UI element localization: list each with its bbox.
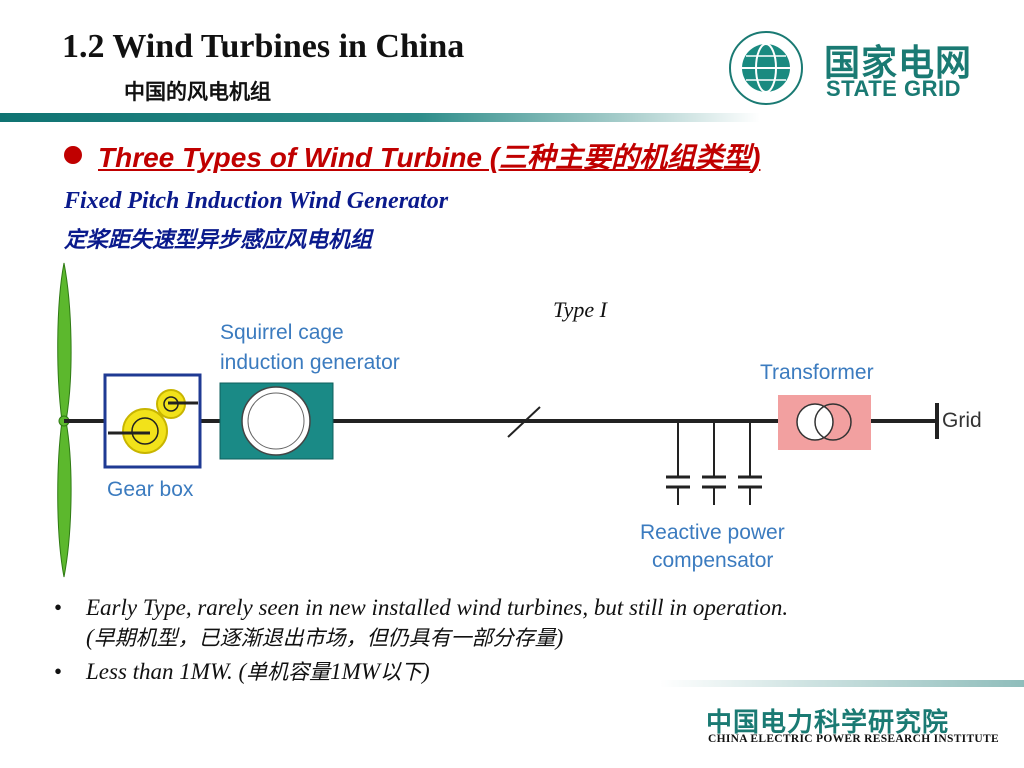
section-heading-end: )	[751, 142, 761, 173]
bullet-icon: •	[54, 595, 63, 620]
bullet-icon: •	[54, 659, 63, 684]
turbine-blade-lower-icon	[57, 420, 72, 578]
footer-institute-en: CHINA ELECTRIC POWER RESEARCH INSTITUTE	[708, 733, 999, 745]
list-item: • Early Type, rarely seen in new installe…	[54, 593, 788, 623]
state-grid-logo: 国家电网 STATE GRID	[726, 30, 996, 106]
logo-name-cn: 国家电网	[824, 43, 973, 84]
note-2-cn: 单机容量	[246, 660, 331, 684]
state-grid-globe-icon	[729, 31, 803, 105]
note-2-end: )	[422, 659, 430, 684]
note-1-cn: 早期机型，已逐渐退出市场，但仍具有一部分存量	[93, 626, 556, 650]
section-heading: Three Types of Wind Turbine (三种主要的机组类型)	[64, 136, 760, 176]
note-2-cn2: 以下	[380, 660, 422, 684]
subheading-en: Fixed Pitch Induction Wind Generator	[64, 188, 449, 214]
subheading-cn: 定桨距失速型异步感应风电机组	[64, 228, 373, 253]
footer-divider	[660, 680, 1024, 687]
logo-name-en: STATE GRID	[826, 76, 961, 101]
notes-list: • Early Type, rarely seen in new installe…	[54, 593, 788, 687]
type-label: Type I	[553, 297, 609, 322]
compensator-label-line1: Reactive power	[640, 521, 785, 544]
note-1-cn-prefix: (	[86, 625, 94, 650]
grid-label: Grid	[942, 409, 982, 432]
list-item: • Less than 1MW. (单机容量1MW以下)	[54, 657, 788, 687]
transformer-label: Transformer	[760, 361, 874, 384]
page-title: 1.2 Wind Turbines in China	[62, 28, 465, 65]
page-subtitle-cn: 中国的风电机组	[124, 80, 271, 104]
section-heading-cn: 三种主要的机组类型	[499, 141, 752, 174]
compensator-label-line2: compensator	[652, 549, 773, 572]
note-1-cn-suffix: )	[555, 625, 564, 650]
footer-institute-cn: 中国电力科学研究院	[706, 708, 950, 738]
note-2-en: Less than 1MW. (	[86, 659, 247, 684]
section-heading-en: Three Types of Wind Turbine (	[98, 142, 500, 173]
gearbox-label: Gear box	[107, 478, 194, 501]
slash-mark	[507, 406, 541, 438]
bullet-dot-icon	[64, 146, 82, 164]
capacitor-bank	[666, 421, 762, 505]
list-item: (早期机型，已逐渐退出市场，但仍具有一部分存量)	[54, 623, 788, 653]
generator-label-line1: Squirrel cage	[220, 321, 344, 344]
generator-label-line2: induction generator	[220, 351, 400, 374]
note-1-en: Early Type, rarely seen in new installed…	[86, 595, 789, 620]
transformer-coil-right-icon	[814, 403, 852, 441]
note-2-en2: 1MW	[330, 659, 380, 684]
turbine-blade-upper-icon	[57, 262, 72, 422]
type-i-wind-turbine-diagram: Type I Squirrel cage induction generator…	[57, 262, 982, 578]
header-divider	[0, 113, 760, 122]
